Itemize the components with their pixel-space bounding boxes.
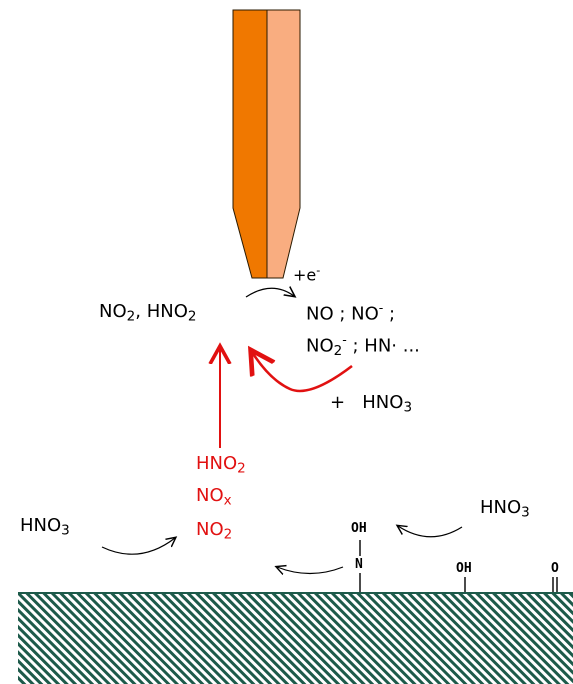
carbon-surface [18,593,573,684]
reactant-lower-left-label: HNO3 [20,515,70,539]
electrode-dark-half [232,9,268,279]
red-stack-item-nox: NOx [196,485,232,509]
surface-n-label: N [355,557,363,572]
lower-left-arrow [101,538,175,555]
right-products-line1: NO ; NO- ; [306,300,396,325]
right-products-line2: NO2- ; HN· ... [306,332,420,359]
surface-carbonyl-label: O [551,561,559,576]
electrode [232,9,301,279]
reactant-right-label: + HNO3 [330,392,413,416]
electron-transfer-arrow [245,288,294,297]
red-stack-item-hno2: HNO2 [196,453,246,477]
electrode-light-half [266,9,301,279]
surface-to-left-arrow [277,567,344,574]
red-regeneration-arrow [252,352,353,393]
reactant-lower-right-label: HNO3 [480,497,530,521]
right-hno3-arrow [398,526,463,538]
red-stack-item-no2: NO2 [196,519,233,543]
left-product-label: NO2, HNO2 [99,301,197,325]
surface-n-oh-label: OH [351,521,367,536]
surface-oh-label: OH [456,561,472,576]
electrode-charge-label: +e- [293,264,321,285]
